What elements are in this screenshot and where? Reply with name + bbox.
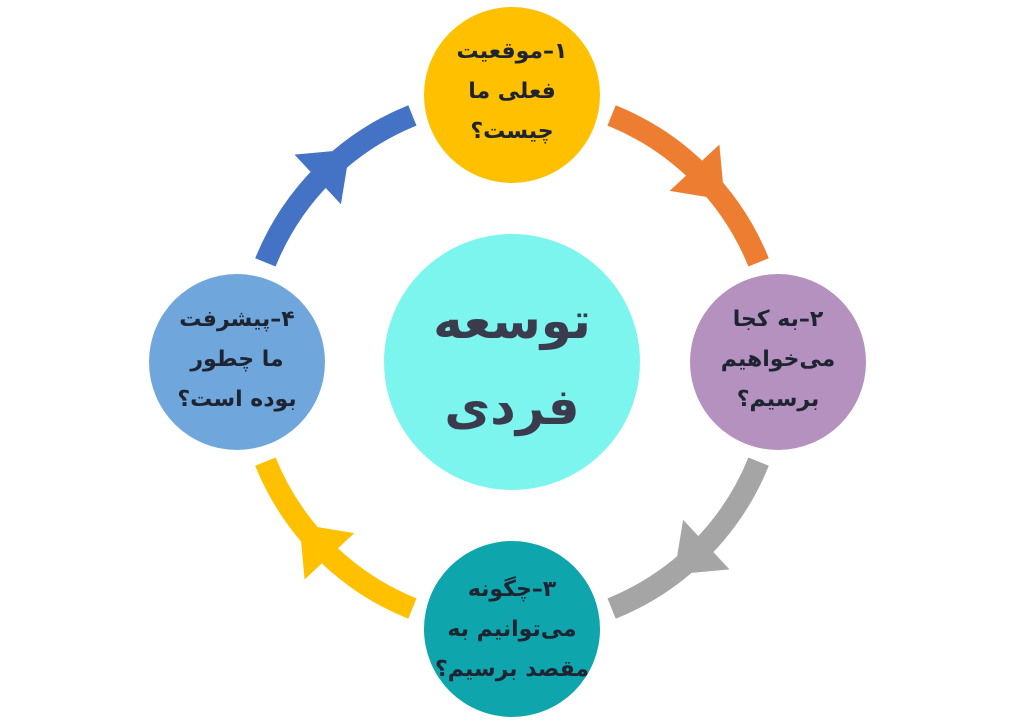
step-2-line-3: برسیم؟ xyxy=(737,387,820,412)
step-4-circle xyxy=(149,274,325,450)
step-4-node: ۴–پیشرفت ما چطور بوده است؟ xyxy=(149,274,325,450)
step-1-line-3: چیست؟ xyxy=(470,119,553,144)
arrowhead-step4-to-step1 xyxy=(294,149,350,205)
step-1-line-1: ۱–موقعیت xyxy=(457,39,568,64)
arrowhead-step1-to-step2 xyxy=(669,144,725,200)
step-1-line-2: فعلی ما xyxy=(468,79,556,104)
step-4-line-3: بوده است؟ xyxy=(177,387,296,412)
step-3-line-2: می‌توانیم به xyxy=(447,617,576,642)
arrowhead-step3-to-step4 xyxy=(299,524,355,580)
step-3-line-1: ۳–چگونه xyxy=(468,575,557,602)
arrowhead-step2-to-step3 xyxy=(674,519,730,575)
cycle-arrows xyxy=(255,105,769,619)
step-3-circle xyxy=(424,541,600,717)
step-3-line-3: مقصد برسیم؟ xyxy=(435,657,589,682)
step-2-circle xyxy=(690,274,866,450)
step-3-node: ۳–چگونه می‌توانیم به مقصد برسیم؟ xyxy=(424,541,600,717)
step-2-node: ۲–به کجا می‌خواهیم برسیم؟ xyxy=(690,274,866,450)
center-title-line-1: توسعه xyxy=(433,292,591,351)
step-2-line-2: می‌خواهیم xyxy=(721,347,836,372)
center-circle xyxy=(384,234,640,490)
step-1-circle xyxy=(424,7,600,183)
center-title-line-2: فردی xyxy=(444,378,579,437)
step-4-line-2: ما چطور xyxy=(189,347,283,372)
step-2-line-1: ۲–به کجا xyxy=(733,307,824,332)
center-node: توسعه فردی xyxy=(384,234,640,490)
step-4-line-1: ۴–پیشرفت xyxy=(179,307,294,332)
step-1-node: ۱–موقعیت فعلی ما چیست؟ xyxy=(424,7,600,183)
